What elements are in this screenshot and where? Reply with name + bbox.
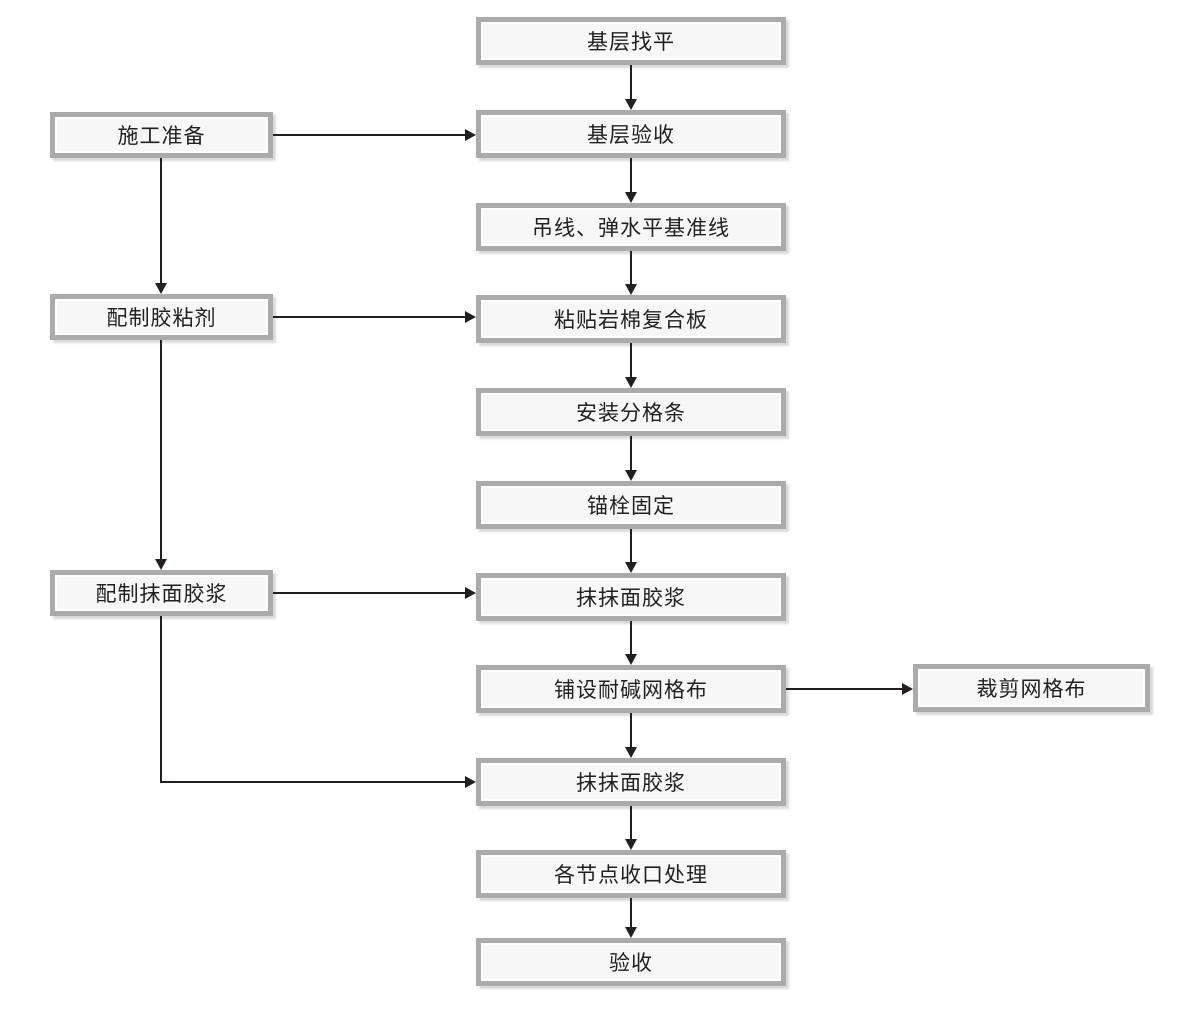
node-hang-line-datum: 吊线、弹水平基准线	[476, 203, 786, 251]
node-base-acceptance: 基层验收	[476, 110, 786, 158]
arrow-l1-c2-head	[465, 129, 476, 141]
arrow-c1-c2-line	[630, 65, 632, 99]
arrow-c3-c4-line	[630, 251, 632, 284]
node-apply-plaster-1: 抹抹面胶浆	[476, 573, 786, 621]
arrow-c4-c5-head	[625, 377, 637, 388]
arrow-l3-c7-head	[465, 587, 476, 599]
arrow-l3-c7-line	[273, 592, 465, 594]
arrow-l1-l2-line	[160, 158, 162, 283]
arrow-c7-c8-head	[625, 654, 637, 665]
node-joint-closure-treatment: 各节点收口处理	[476, 850, 786, 898]
node-prepare-plaster: 配制抹面胶浆	[50, 570, 273, 616]
arrow-c7-c8-line	[630, 621, 632, 654]
arrow-c8-c9-line	[630, 713, 632, 747]
arrow-c10-c11-head	[625, 927, 637, 938]
node-base-leveling: 基层找平	[476, 17, 786, 65]
arrow-l2-l3-line	[160, 340, 162, 559]
node-construction-preparation: 施工准备	[50, 112, 273, 158]
arrow-l2-c4-head	[465, 311, 476, 323]
arrow-c8-c9-head	[625, 747, 637, 758]
arrow-c2-c3-line	[630, 158, 632, 192]
arrow-l3-c9-head	[465, 776, 476, 788]
arrow-l2-c4-line	[273, 316, 465, 318]
node-apply-plaster-2: 抹抹面胶浆	[476, 758, 786, 806]
node-cut-mesh: 裁剪网格布	[913, 664, 1150, 712]
arrow-c6-c7-head	[625, 562, 637, 573]
arrow-l3-c9-hline	[160, 781, 465, 783]
arrow-c8-r1-head	[902, 683, 913, 695]
node-lay-alkali-mesh: 铺设耐碱网格布	[476, 665, 786, 713]
arrow-c2-c3-head	[625, 192, 637, 203]
arrow-l3-c9-vline	[160, 616, 162, 783]
node-paste-rockwool-panel: 粘贴岩棉复合板	[476, 295, 786, 343]
arrow-c4-c5-line	[630, 343, 632, 377]
arrow-c5-c6-line	[630, 436, 632, 470]
arrow-c5-c6-head	[625, 470, 637, 481]
node-prepare-adhesive: 配制胶粘剂	[50, 294, 273, 340]
arrow-c6-c7-line	[630, 529, 632, 562]
node-final-acceptance: 验收	[476, 938, 786, 986]
arrow-c3-c4-head	[625, 284, 637, 295]
node-anchor-bolt-fixing: 锚栓固定	[476, 481, 786, 529]
arrow-c10-c11-line	[630, 898, 632, 927]
arrow-l1-l2-head	[155, 283, 167, 294]
arrow-l1-c2-line	[273, 134, 465, 136]
arrow-c1-c2-head	[625, 99, 637, 110]
arrow-l2-l3-head	[155, 559, 167, 570]
arrow-c9-c10-line	[630, 806, 632, 839]
arrow-c9-c10-head	[625, 839, 637, 850]
arrow-c8-r1-line	[786, 688, 902, 690]
node-install-dividing-strips: 安装分格条	[476, 388, 786, 436]
